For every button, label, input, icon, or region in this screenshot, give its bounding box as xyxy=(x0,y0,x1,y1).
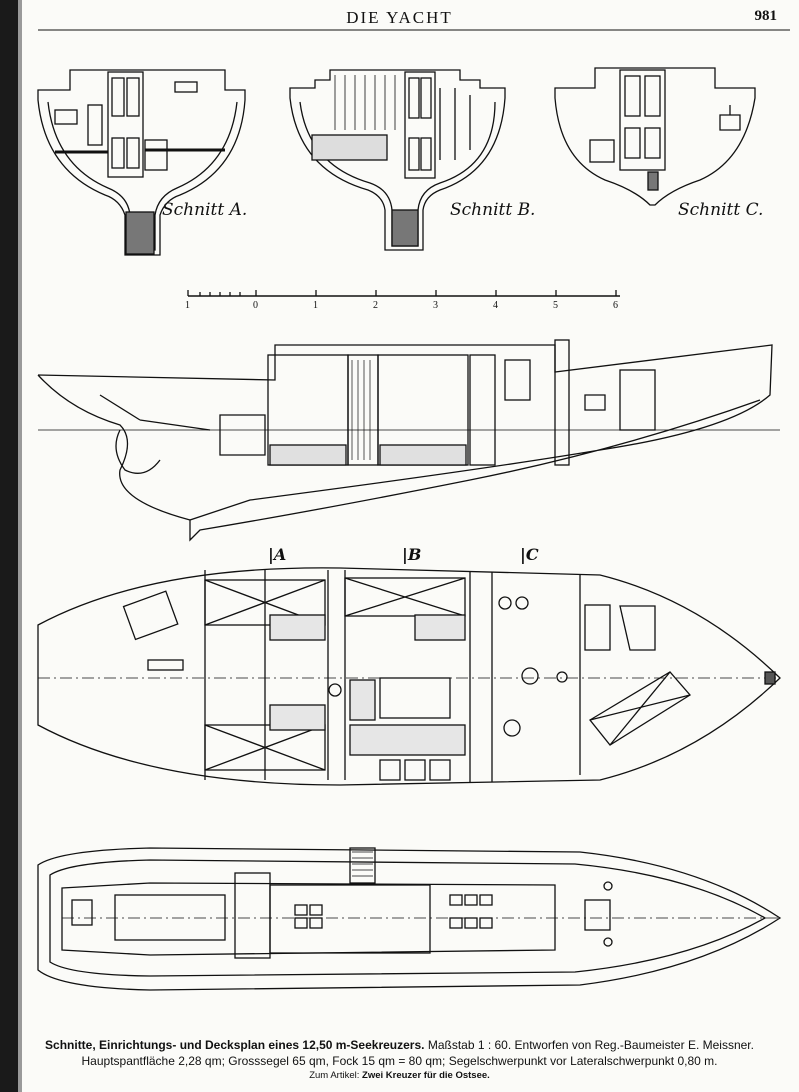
scale-bar xyxy=(187,290,620,297)
section-b-drawing xyxy=(289,69,506,251)
scale-tick: 5 xyxy=(553,300,558,311)
book-gutter xyxy=(18,0,22,1092)
profile-drawing xyxy=(37,339,780,542)
section-c-label: Schnitt C. xyxy=(678,200,764,220)
section-marker-b: |B xyxy=(402,545,422,564)
caption-line-1: Schnitte, Einrichtungs- und Decksplan ei… xyxy=(0,1038,799,1052)
caption-title: Schnitte, Einrichtungs- und Decksplan ei… xyxy=(45,1038,425,1052)
caption-line-3: Zum Artikel: Zwei Kreuzer für die Ostsee… xyxy=(0,1070,799,1081)
section-a-label: Schnitt A. xyxy=(162,200,248,220)
caption-line-2: Hauptspantfläche 2,28 qm; Grosssegel 65 … xyxy=(81,1054,718,1068)
scale-tick: 1 xyxy=(185,300,190,311)
scale-tick: 2 xyxy=(373,300,378,311)
scale-tick: 6 xyxy=(613,300,618,311)
book-spine-shadow xyxy=(0,0,18,1092)
scale-tick: 4 xyxy=(493,300,498,311)
caption-article-prefix: Zum Artikel: xyxy=(309,1070,363,1081)
accommodation-plan-drawing xyxy=(37,567,781,786)
page-number: 981 xyxy=(754,8,778,24)
caption-details: Maßstab 1 : 60. Entworfen von Reg.-Baume… xyxy=(424,1038,754,1052)
section-b-label: Schnitt B. xyxy=(450,200,536,220)
section-marker-a: |A xyxy=(268,545,287,564)
deck-plan-drawing xyxy=(37,847,782,991)
scale-tick: 1 xyxy=(313,300,318,311)
section-a-drawing xyxy=(37,69,246,256)
section-c-drawing xyxy=(554,67,756,206)
scale-tick: 0 xyxy=(253,300,258,311)
page-header-title: DIE YACHT xyxy=(346,8,453,27)
caption-article-title: Zwei Kreuzer für die Ostsee. xyxy=(362,1070,490,1081)
scale-tick: 3 xyxy=(433,300,438,311)
section-marker-c: |C xyxy=(520,545,539,564)
